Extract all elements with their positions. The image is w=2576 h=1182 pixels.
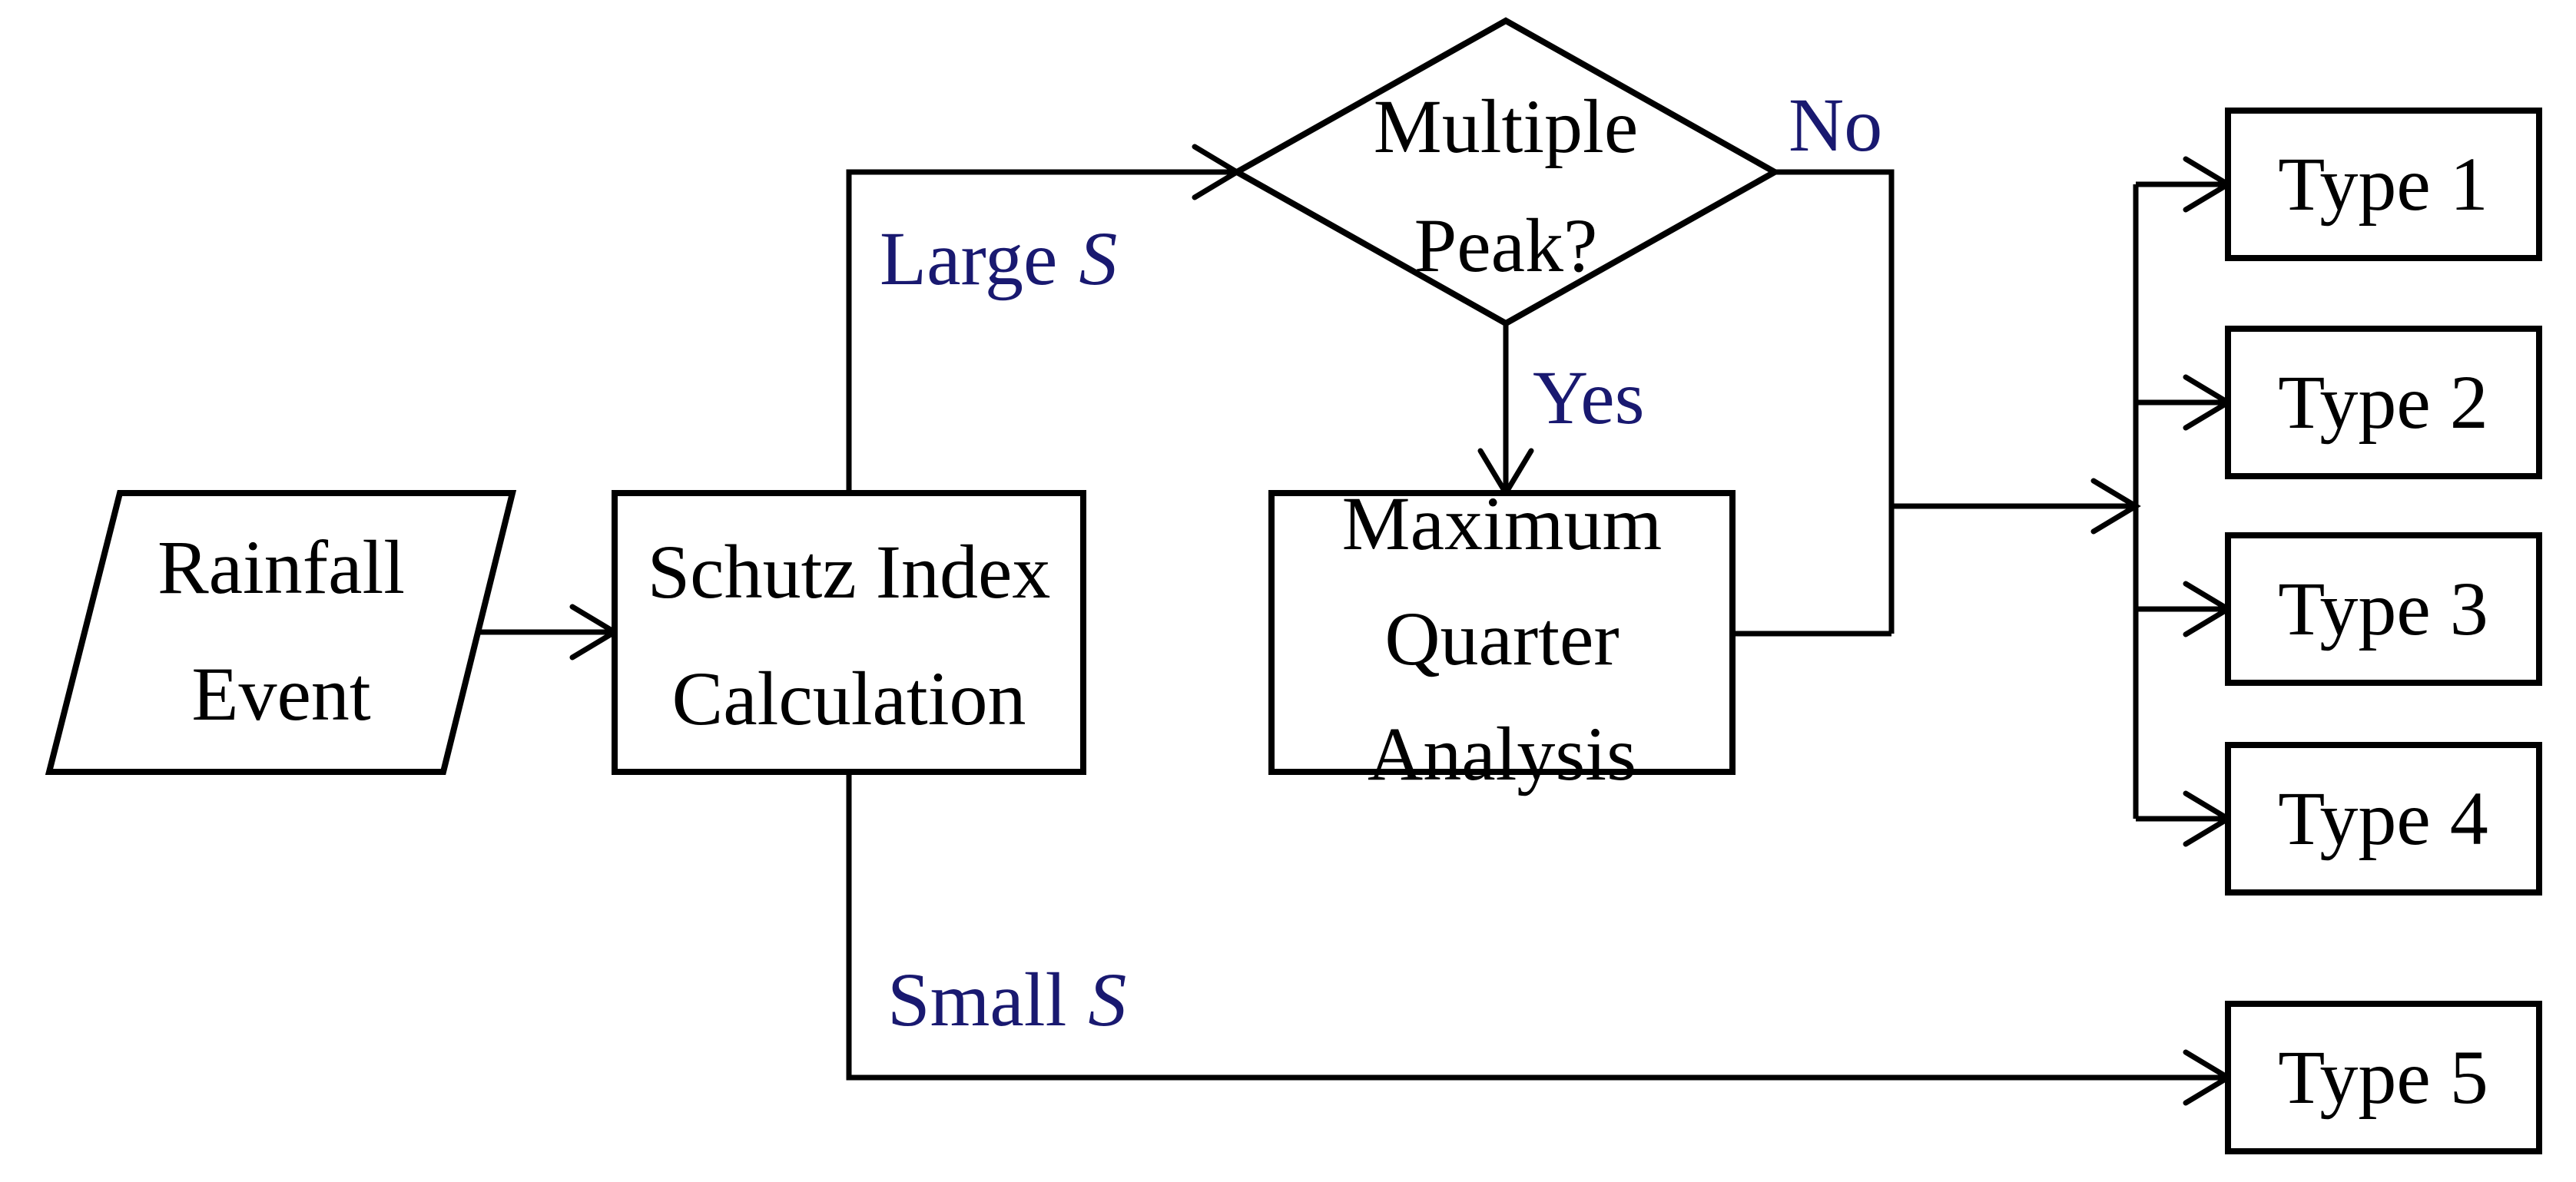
type-2-node xyxy=(2225,326,2542,479)
edge-label-no: No xyxy=(1789,82,1882,167)
multiple-peak-label-line1: Multiple xyxy=(1374,84,1638,169)
rainfall-event-node xyxy=(45,490,517,775)
multiple-peak-decision-node xyxy=(1230,17,1782,327)
maximum-quarter-label-line3: Analysis xyxy=(1368,711,1636,796)
schutz-index-label-line1: Schutz Index xyxy=(648,529,1051,614)
rainfall-event-label-line2: Event xyxy=(191,651,370,737)
edge-label-yes: Yes xyxy=(1533,355,1645,440)
type-4-node xyxy=(2225,742,2542,896)
type-5-node xyxy=(2225,1001,2542,1154)
edge-label-small-s-symbol: S xyxy=(1088,957,1126,1042)
maximum-quarter-node xyxy=(1268,490,1736,775)
schutz-index-node xyxy=(612,490,1086,775)
multiple-peak-label-line2: Peak? xyxy=(1414,203,1598,288)
type-3-label: Type 3 xyxy=(2278,566,2488,651)
edge-label-large-s-word: Large xyxy=(880,216,1057,301)
rainfall-event-label-line1: Rainfall xyxy=(157,525,405,610)
edge-label-small-s-word: Small xyxy=(887,957,1066,1042)
type-1-label: Type 1 xyxy=(2278,141,2488,227)
edge-no-path xyxy=(1775,169,1895,634)
edge-large-s-to-decision xyxy=(846,144,1242,493)
type-5-label: Type 5 xyxy=(2278,1035,2488,1120)
edge-label-small-s: Small S xyxy=(887,957,1126,1042)
maximum-quarter-label-line2: Quarter xyxy=(1384,596,1619,681)
edge-label-large-s-symbol: S xyxy=(1079,216,1117,301)
edge-label-large-s: Large S xyxy=(880,216,1117,301)
type-3-node xyxy=(2225,532,2542,686)
edge-small-s-to-type-5 xyxy=(846,772,2233,1106)
maximum-quarter-label-line1: Maximum xyxy=(1342,481,1663,566)
type-4-label: Type 4 xyxy=(2278,776,2488,861)
type-2-label: Type 2 xyxy=(2278,359,2488,445)
schutz-index-label-line2: Calculation xyxy=(672,656,1026,741)
type-1-node xyxy=(2225,108,2542,261)
